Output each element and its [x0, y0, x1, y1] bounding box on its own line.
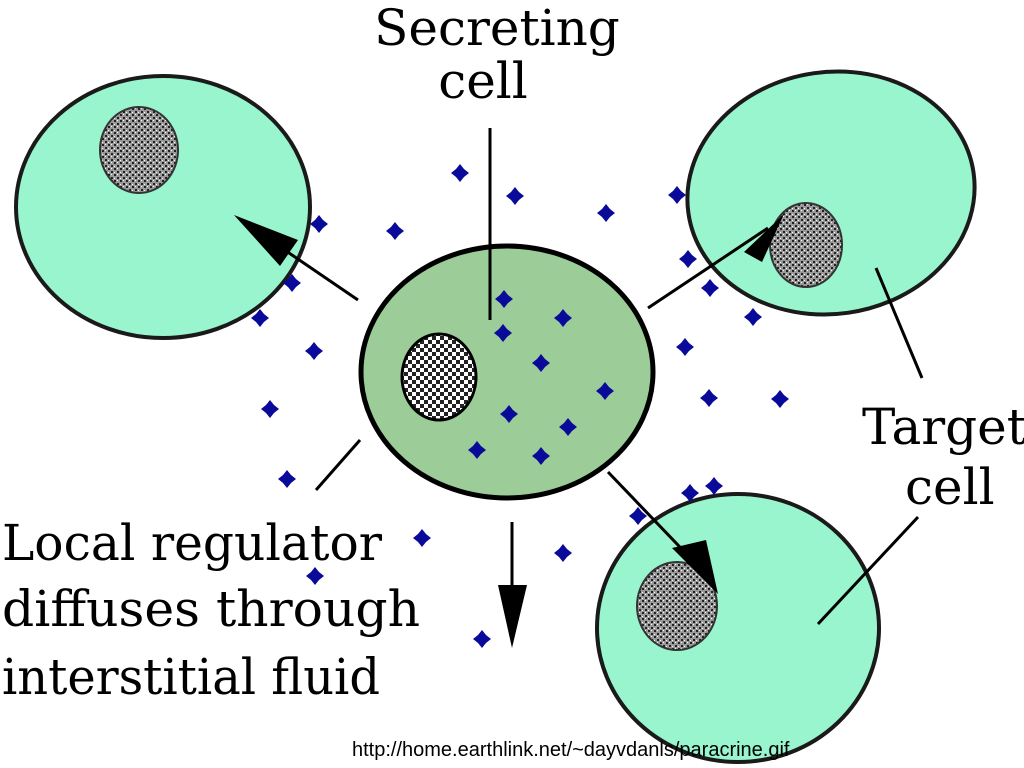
arrowheads [234, 214, 784, 648]
target-cell-label-line2: cell [905, 458, 995, 516]
cell-membrane [14, 74, 312, 340]
cell-nucleus [636, 561, 718, 651]
target-cell-upper-left [14, 74, 312, 340]
regulator-molecule [679, 250, 697, 268]
regulator-molecule [310, 215, 328, 233]
regulator-molecule [532, 354, 550, 372]
regulator-molecule [596, 382, 614, 400]
source-url: http://home.earthlink.net/~dayvdanls/par… [352, 739, 790, 761]
cell-nucleus [769, 202, 843, 288]
regulator-molecule [494, 324, 512, 342]
arrow-to-upper-right-shaft [647, 226, 769, 310]
regulator-molecule [597, 204, 615, 222]
regulator-label-line3: interstitial fluid [2, 648, 380, 706]
arrowhead-lower-right [672, 540, 718, 594]
arrowhead-downward [498, 585, 527, 648]
regulator-molecule [681, 484, 699, 502]
regulator-molecule [500, 405, 518, 423]
regulator-molecule [559, 418, 577, 436]
cell-membrane [595, 492, 881, 764]
target-cell-upper-right [685, 69, 977, 317]
cell-nucleus [400, 332, 478, 422]
cell-membrane [685, 69, 977, 317]
regulator-molecule [495, 290, 513, 308]
target-cell-pointer-line-upper [874, 267, 924, 379]
regulator-molecule [413, 529, 431, 547]
cell-nucleus [99, 106, 179, 194]
secreting-cell-label-line1: Secreting [374, 0, 620, 57]
regulator-molecule [744, 308, 762, 326]
regulator-molecule [532, 447, 550, 465]
regulator-molecule [306, 567, 324, 585]
regulator-molecule [668, 186, 686, 204]
regulator-molecule [283, 274, 301, 292]
regulator-molecule [506, 187, 524, 205]
regulator-molecule [468, 441, 486, 459]
regulator-molecule [701, 279, 719, 297]
regulator-molecule [676, 338, 694, 356]
regulator-pointer-line [314, 439, 362, 491]
secreting-cell [358, 243, 656, 501]
regulator-label-line1: Local regulator [2, 514, 382, 572]
regulator-molecule [261, 400, 279, 418]
regulator-molecule [251, 309, 269, 327]
regulator-molecule [554, 544, 572, 562]
cell-membrane [358, 243, 656, 501]
regulator-molecule [278, 470, 296, 488]
secreting-cell-label-line2: cell [438, 52, 528, 110]
regulator-molecule [554, 309, 572, 327]
target-cell-label-line1: Target [862, 398, 1024, 456]
arrowhead-upper-right [744, 214, 784, 262]
regulator-molecule [629, 507, 647, 525]
regulator-molecule [771, 390, 789, 408]
regulator-label-line2: diffuses through [2, 580, 420, 638]
regulator-molecule [305, 342, 323, 360]
regulator-molecule [700, 389, 718, 407]
regulator-molecule [473, 630, 491, 648]
target-cell-lower-right [595, 492, 881, 764]
arrowhead-upper-left [234, 215, 298, 266]
regulator-molecule [386, 222, 404, 240]
regulator-molecule [451, 164, 469, 182]
target-cell-pointer-line-lower [816, 515, 920, 626]
regulator-molecule [705, 477, 723, 495]
local-regulator-molecules [251, 164, 789, 648]
